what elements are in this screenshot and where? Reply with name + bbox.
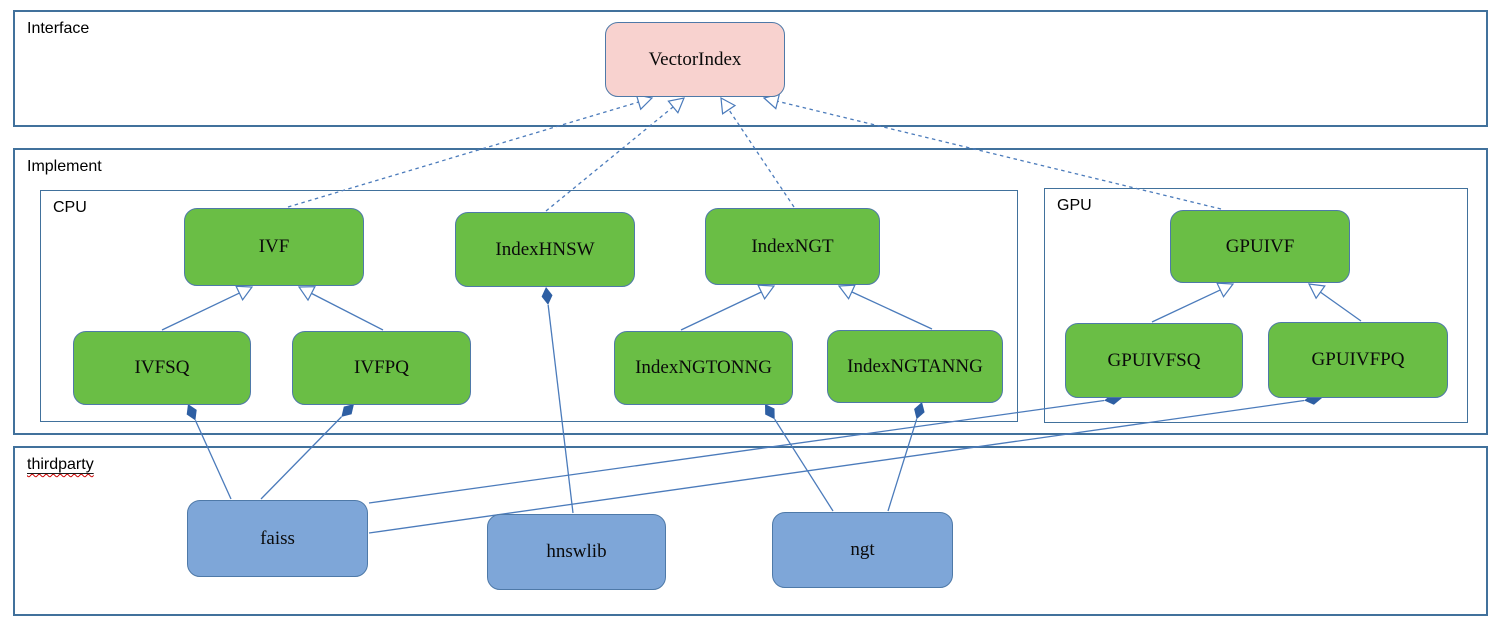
class-node-hnswlib[interactable]: hnswlib [487, 514, 666, 590]
class-node-label-indexngtanng: IndexNGTANNG [847, 355, 983, 377]
class-node-indexngtanng[interactable]: IndexNGTANNG [827, 330, 1003, 403]
class-node-indexhnsw[interactable]: IndexHNSW [455, 212, 635, 287]
class-node-label-hnswlib: hnswlib [546, 541, 607, 562]
class-node-label-gpuivfsq: GPUIVFSQ [1107, 349, 1201, 371]
class-node-label-indexngt: IndexNGT [751, 235, 834, 257]
class-node-gpuivfpq[interactable]: GPUIVFPQ [1268, 322, 1448, 398]
class-node-indexngt[interactable]: IndexNGT [705, 208, 880, 285]
class-node-label-ivfsq: IVFSQ [134, 357, 190, 378]
class-node-ngt[interactable]: ngt [772, 512, 953, 588]
container-gpu-label: GPU [1057, 197, 1092, 214]
container-implement-label: Implement [27, 158, 102, 175]
class-node-indexngtonng[interactable]: IndexNGTONNG [614, 331, 793, 405]
class-node-label-faiss: faiss [260, 527, 295, 549]
class-node-gpuivf[interactable]: GPUIVF [1170, 210, 1350, 283]
class-node-label-ivf: IVF [258, 236, 290, 257]
container-interface-label: Interface [27, 20, 90, 37]
class-node-faiss[interactable]: faiss [187, 500, 368, 577]
class-node-ivfsq[interactable]: IVFSQ [73, 331, 251, 405]
class-node-label-gpuivfpq: GPUIVFPQ [1311, 349, 1405, 370]
container-cpu-label: CPU [53, 199, 87, 216]
class-node-label-vectorindex: VectorIndex [648, 48, 742, 70]
class-node-label-indexngtonng: IndexNGTONNG [635, 357, 772, 378]
class-node-label-ngt: ngt [850, 539, 875, 560]
class-node-vectorindex[interactable]: VectorIndex [605, 22, 785, 97]
container-thirdparty-label: thirdparty [27, 456, 94, 474]
class-node-label-ivfpq: IVFPQ [354, 357, 409, 378]
class-node-ivfpq[interactable]: IVFPQ [292, 331, 471, 405]
container-thirdparty-label-text: thirdparty [27, 456, 94, 473]
class-node-gpuivfsq[interactable]: GPUIVFSQ [1065, 323, 1243, 398]
class-node-label-indexhnsw: IndexHNSW [495, 238, 595, 260]
class-node-ivf[interactable]: IVF [184, 208, 364, 286]
class-node-label-gpuivf: GPUIVF [1225, 235, 1295, 257]
